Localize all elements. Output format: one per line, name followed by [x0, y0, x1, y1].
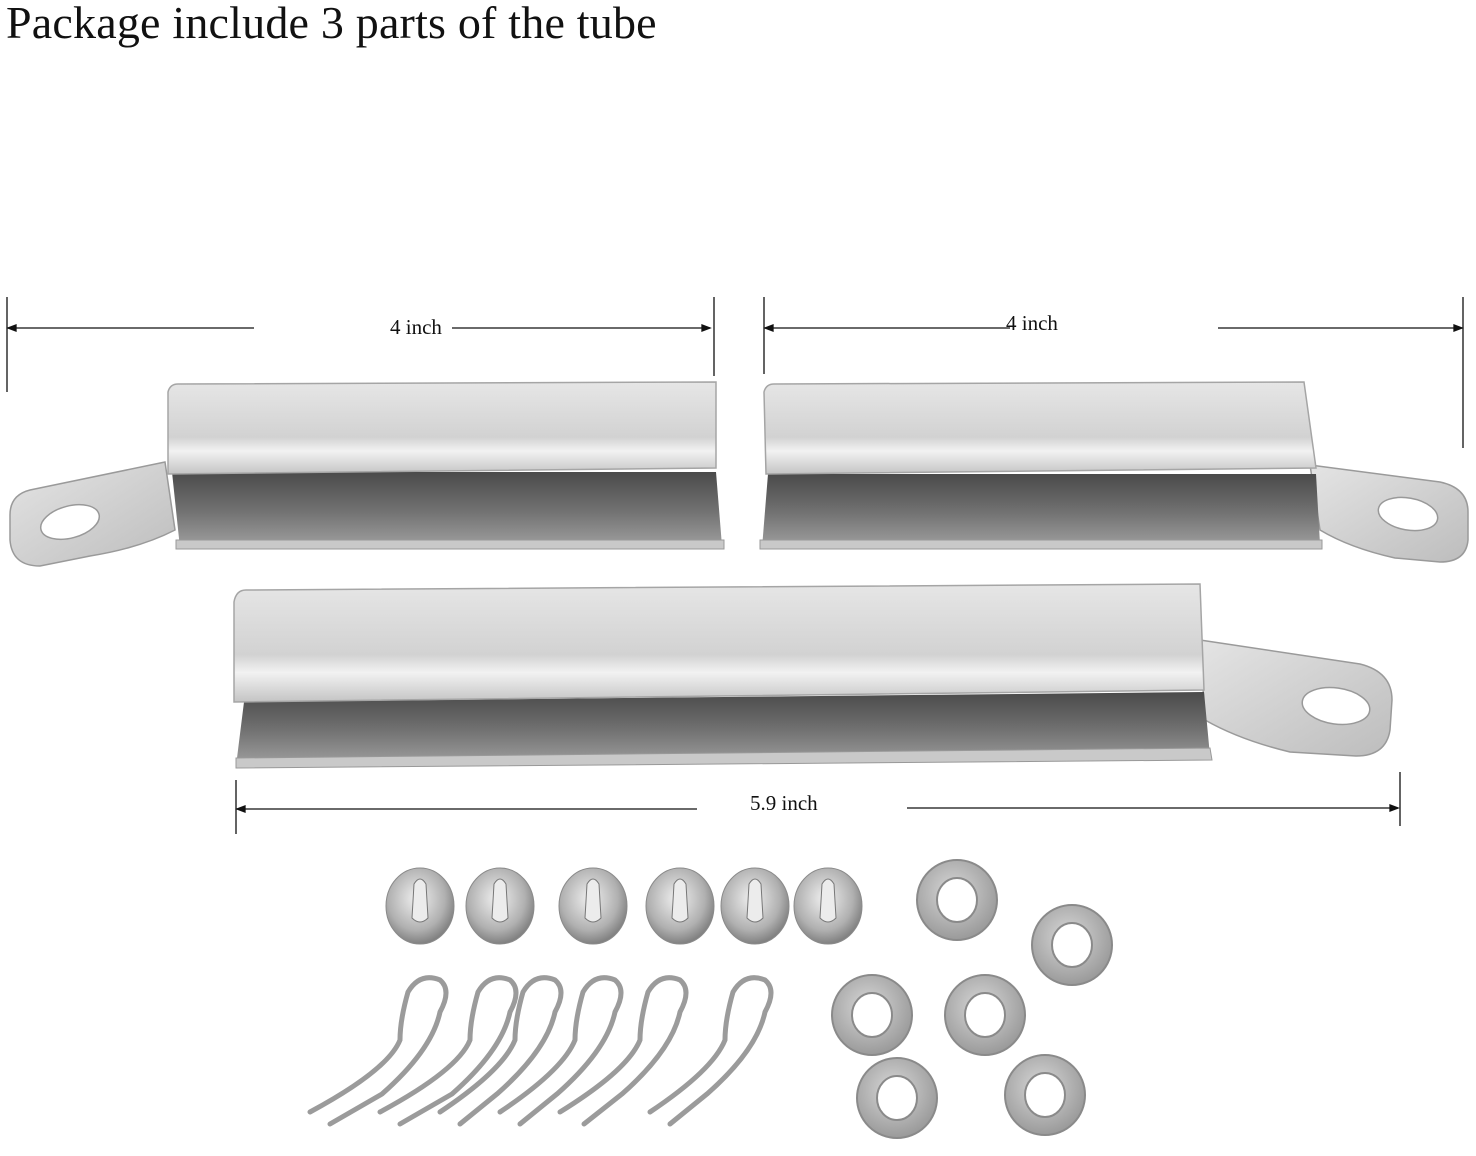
cotter-pin-icon — [437, 975, 564, 1127]
page-title: Package include 3 parts of the tube — [6, 0, 657, 48]
bolt-icon — [465, 867, 535, 945]
washer-icon — [1004, 1054, 1086, 1136]
bolt-icon — [793, 867, 863, 945]
washer-icon — [1031, 904, 1113, 986]
left-tube — [9, 381, 725, 567]
washer-icon — [831, 974, 913, 1056]
bolts — [385, 867, 863, 945]
right-tube — [759, 381, 1469, 563]
bolt-icon — [385, 867, 455, 945]
dimension-line-right — [763, 297, 1464, 448]
right-tube-dimension-label: 4 inch — [1006, 311, 1058, 335]
bolt-icon — [720, 867, 790, 945]
left-tube-dimension-label: 4 inch — [390, 315, 442, 339]
cotter-pin-icon — [647, 975, 774, 1127]
bolt-icon — [558, 867, 628, 945]
cotter-pin-icon — [307, 975, 449, 1127]
washers — [831, 859, 1113, 1139]
washer-icon — [856, 1057, 938, 1139]
long-tube — [233, 583, 1393, 769]
cotter-pin-icon — [557, 975, 689, 1127]
washer-icon — [916, 859, 998, 941]
cotter-pin-icon — [377, 975, 519, 1127]
long-tube-dimension-label: 5.9 inch — [750, 791, 818, 815]
dimension-line-left — [6, 297, 715, 392]
cotter-pin-icon — [497, 975, 624, 1127]
dimension-line-long — [235, 772, 1401, 834]
washer-icon — [944, 974, 1026, 1056]
cotter-pins — [307, 975, 774, 1127]
bolt-icon — [645, 867, 715, 945]
